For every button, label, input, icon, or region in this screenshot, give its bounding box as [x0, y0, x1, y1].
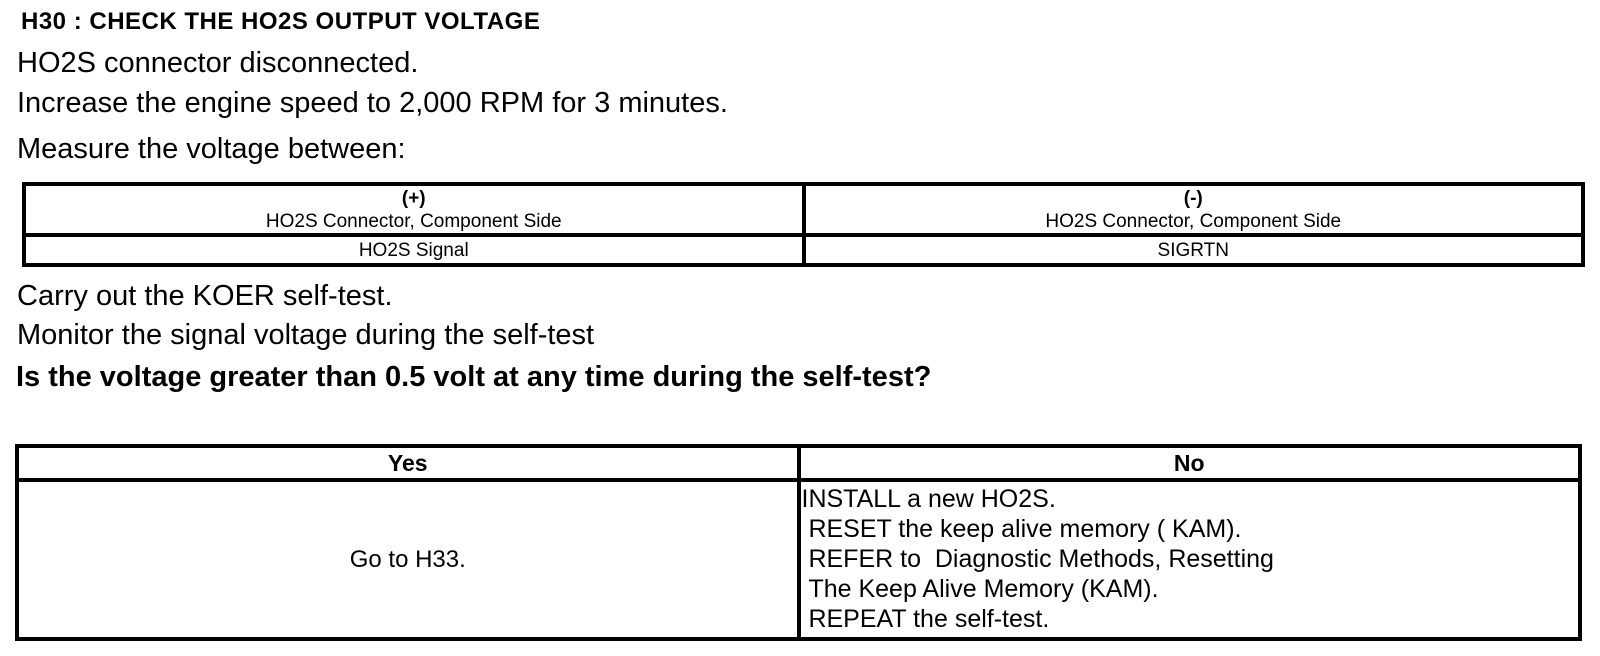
- yes-column-header: Yes: [15, 444, 801, 482]
- positive-pin-cell: HO2S Signal: [22, 233, 806, 267]
- decision-question: Is the voltage greater than 0.5 volt at …: [16, 361, 932, 393]
- no-action-line: INSTALL a new HO2S.: [801, 485, 1056, 513]
- negative-connector-label: HO2S Connector, Component Side: [1045, 211, 1342, 232]
- no-action-line: RESET the keep alive memory ( KAM).: [801, 515, 1242, 543]
- positive-connector-label: HO2S Connector, Component Side: [265, 211, 562, 232]
- instruction-line: Measure the voltage between:: [17, 133, 406, 165]
- negative-pin-cell: SIGRTN: [801, 233, 1585, 267]
- negative-lead-header-cell: (-) HO2S Connector, Component Side: [801, 182, 1585, 237]
- voltage-measurement-table: (+) HO2S Connector, Component Side (-) H…: [22, 182, 1585, 267]
- instruction-line: HO2S connector disconnected.: [17, 47, 419, 79]
- instruction-line: Increase the engine speed to 2,000 RPM f…: [17, 87, 728, 119]
- table-row: HO2S Signal SIGRTN: [22, 233, 1585, 267]
- no-action-line: The Keep Alive Memory (KAM).: [801, 575, 1159, 603]
- no-action-line: REFER to Diagnostic Methods, Resetting: [801, 545, 1274, 573]
- no-column-header: No: [796, 444, 1582, 482]
- procedure-title: H30 : CHECK THE HO2S OUTPUT VOLTAGE: [21, 8, 541, 35]
- instruction-line: Monitor the signal voltage during the se…: [17, 319, 595, 351]
- instruction-line: Carry out the KOER self-test.: [17, 280, 393, 312]
- positive-polarity-label: (+): [401, 188, 426, 209]
- negative-polarity-label: (-): [1183, 188, 1203, 209]
- yes-action-cell: Go to H33.: [15, 478, 801, 641]
- yes-no-result-table: Yes No Go to H33. INSTALL a new HO2S. RE…: [15, 444, 1582, 641]
- table-row: (+) HO2S Connector, Component Side (-) H…: [22, 182, 1585, 237]
- no-action-cell: INSTALL a new HO2S. RESET the keep alive…: [796, 478, 1582, 641]
- table-row: Go to H33. INSTALL a new HO2S. RESET the…: [15, 478, 1582, 641]
- positive-lead-header-cell: (+) HO2S Connector, Component Side: [22, 182, 806, 237]
- table-row: Yes No: [15, 444, 1582, 482]
- no-action-line: REPEAT the self-test.: [801, 605, 1050, 633]
